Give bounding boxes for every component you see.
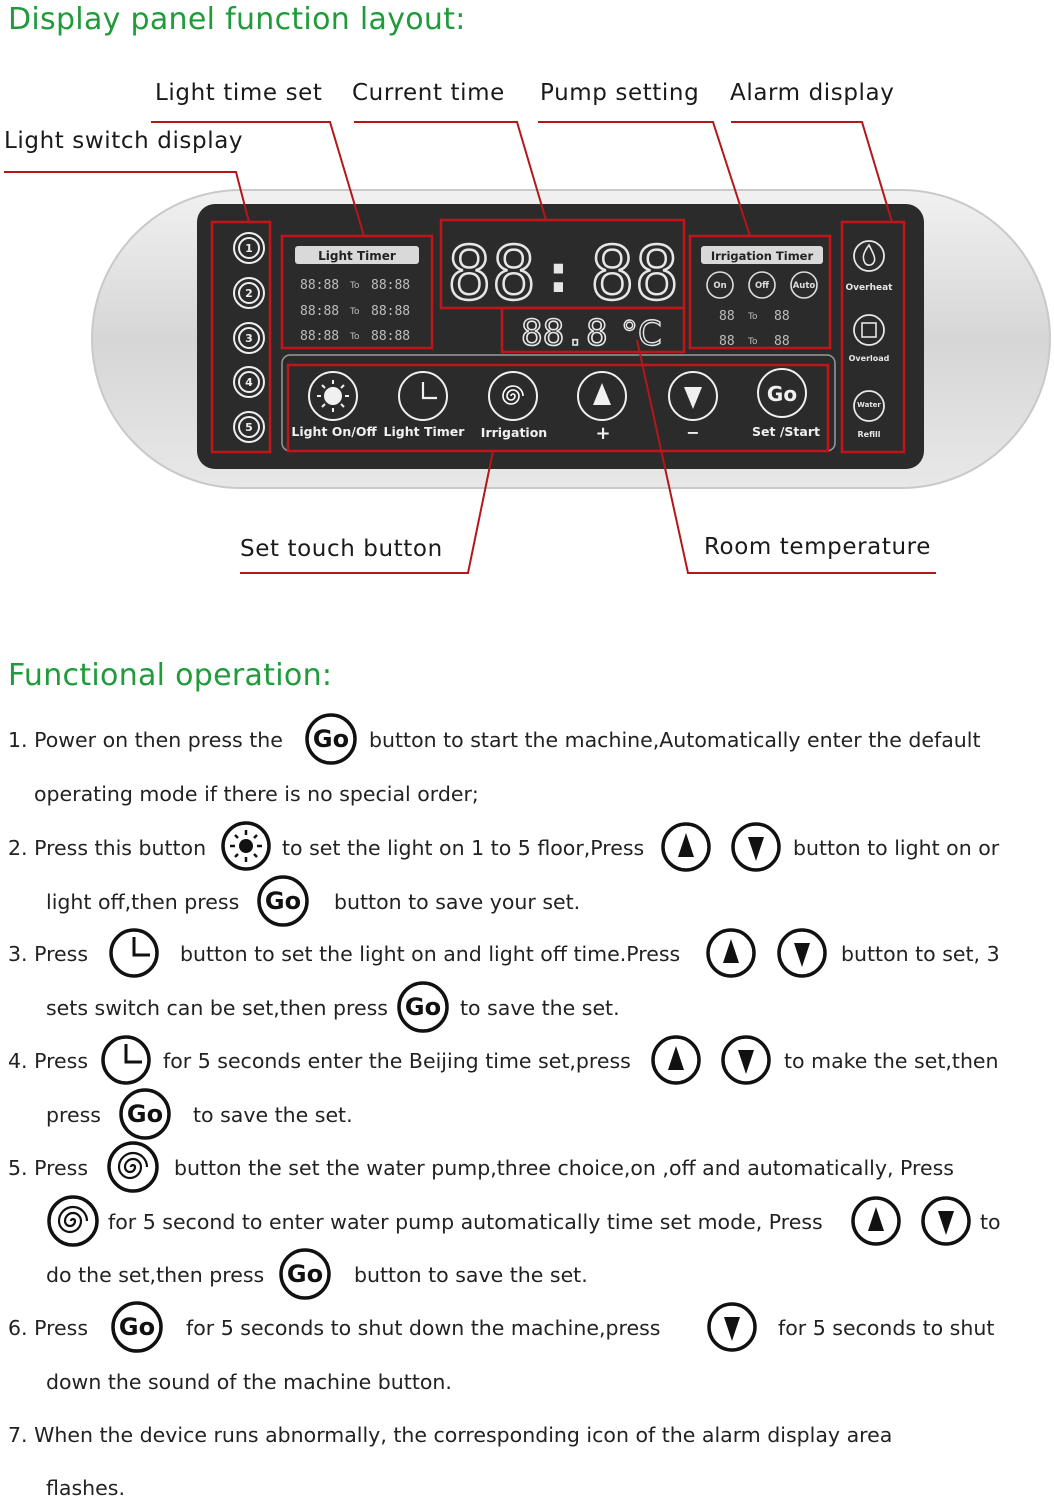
spiral-icon [46, 1194, 100, 1248]
layout-heading: Display panel function layout: [8, 2, 466, 37]
alarm-overload: Overload [849, 354, 890, 363]
irrigation-row-1-to: 88 [774, 309, 790, 324]
sun-icon [220, 819, 272, 873]
light-row-2-to: 88:88 [371, 304, 410, 319]
irrigation-off: Off [755, 281, 769, 291]
callout-alarm-display: Alarm display [730, 80, 895, 106]
set-start-button [757, 368, 807, 418]
irrigation-auto: Auto [793, 281, 816, 291]
down-arrow-icon [720, 1034, 772, 1086]
irrigation-row-2-to-label: To [747, 337, 758, 347]
go-icon: Go [118, 1087, 172, 1141]
light-on-off-label: Light On/Off [291, 424, 377, 439]
callout-current-time: Current time [352, 80, 505, 106]
light-number-4: 4 [245, 376, 253, 389]
alarm-water: Water [857, 401, 881, 409]
clock-icon [421, 382, 437, 400]
go-label: Go [767, 382, 797, 406]
alarm-overheat: Overheat [846, 283, 894, 293]
minus-button [668, 371, 718, 421]
irrigation-timer-box [688, 234, 832, 350]
light-timer-box [280, 234, 434, 350]
light-timer-label: Light Timer [318, 249, 396, 263]
touch-button-box [286, 363, 830, 453]
down-arrow-icon [920, 1195, 972, 1247]
light-row-2-to-label: To [349, 307, 360, 317]
panel-diagram: 1 2 3 4 5 Light Timer 88:88 To 88:88 88:… [4, 121, 1051, 574]
svg-text:Go: Go [313, 725, 349, 753]
plus-button [577, 371, 627, 421]
clock-icon [106, 927, 162, 979]
irrigation-timer-label: Irrigation Timer [711, 249, 814, 263]
temperature-box [500, 306, 686, 354]
callout-light-time-set: Light time set [155, 80, 323, 106]
plus-label: + [595, 423, 610, 444]
irrigation-row-1-from: 88 [719, 309, 735, 324]
down-arrow-icon [730, 821, 782, 873]
light-number-5: 5 [245, 421, 253, 434]
light-row-3-from: 88:88 [300, 329, 339, 344]
callout-lines [4, 121, 936, 574]
panel-face [197, 204, 924, 469]
light-timer-button [398, 371, 448, 421]
alarm-box [840, 220, 906, 454]
callout-light-switch-display: Light switch display [4, 128, 244, 154]
go-icon: Go [396, 980, 450, 1034]
go-icon: Go [256, 874, 310, 928]
up-arrow-icon [705, 927, 757, 979]
light-row-1-from: 88:88 [300, 278, 339, 293]
go-icon: Go [110, 1300, 164, 1354]
light-row-3-to: 88:88 [371, 329, 410, 344]
down-arrow-icon [706, 1301, 758, 1353]
overload-icon [861, 322, 877, 338]
light-on-off-button [308, 371, 358, 421]
set-start-label: Set /Start [752, 424, 820, 439]
go-icon: Go [278, 1247, 332, 1301]
light-number-1: 1 [245, 242, 253, 255]
down-arrow-icon [776, 927, 828, 979]
up-arrow-icon [593, 383, 611, 405]
clock-minutes: 88 [590, 231, 679, 317]
callout-room-temperature: Room temperature [704, 534, 931, 560]
overheat-icon [862, 243, 876, 266]
light-switch-box [210, 220, 272, 454]
light-timer-key-label: Light Timer [384, 424, 466, 439]
light-number-3: 3 [245, 332, 253, 345]
irrigation-row-2-to: 88 [774, 334, 790, 349]
light-row-2-from: 88:88 [300, 304, 339, 319]
spiral-icon [106, 1140, 160, 1194]
irrigation-button [488, 371, 538, 421]
temperature-value: 88.8 [521, 313, 608, 354]
clock-hours: 88 [447, 231, 536, 317]
clock-icon [98, 1034, 154, 1086]
svg-text:Go: Go [405, 993, 441, 1021]
light-row-3-to-label: To [349, 332, 360, 342]
sun-icon [317, 380, 349, 412]
light-row-1-to-label: To [349, 281, 360, 291]
light-number-2: 2 [245, 287, 253, 300]
go-icon: Go [304, 712, 358, 766]
minus-label: − [686, 423, 699, 442]
clock-separator: : [548, 245, 569, 305]
operation-heading: Functional operation: [8, 658, 333, 693]
irrigation-key-label: Irrigation [481, 425, 547, 440]
down-arrow-icon [684, 387, 702, 409]
irrigation-row-2-from: 88 [719, 334, 735, 349]
svg-text:Go: Go [265, 887, 301, 915]
callout-pump-setting: Pump setting [540, 80, 700, 106]
svg-text:Go: Go [287, 1260, 323, 1288]
svg-text:Go: Go [119, 1313, 155, 1341]
up-arrow-icon [660, 821, 712, 873]
up-arrow-icon [650, 1034, 702, 1086]
temperature-unit: °C [621, 314, 662, 354]
alarm-refill: Refill [858, 430, 881, 439]
up-arrow-icon [850, 1195, 902, 1247]
light-row-1-to: 88:88 [371, 278, 410, 293]
irrigation-row-1-to-label: To [747, 312, 758, 322]
irrigation-on: On [713, 281, 726, 291]
callout-set-touch-button: Set touch button [240, 536, 443, 562]
svg-text:Go: Go [127, 1100, 163, 1128]
